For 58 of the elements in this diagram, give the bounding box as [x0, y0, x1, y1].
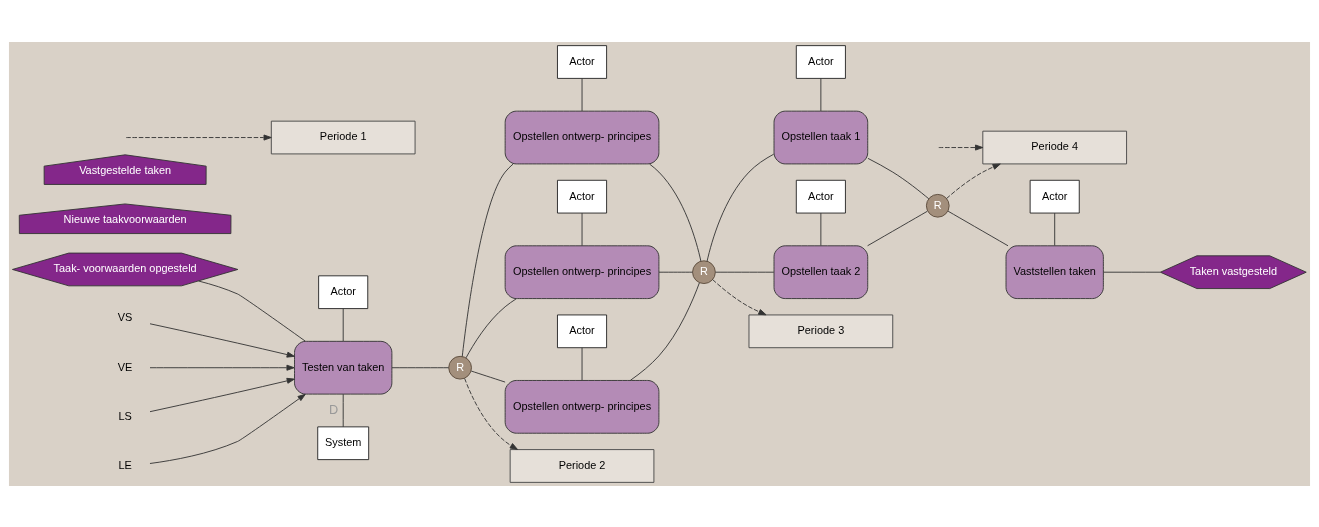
connector	[658, 271, 693, 273]
arrow	[149, 364, 295, 371]
node-box: Actor	[557, 314, 608, 348]
node-text: LS	[118, 409, 132, 422]
arrow	[149, 393, 306, 464]
node-box: Opstellen ontwerp- principes	[504, 244, 660, 299]
connector	[342, 307, 344, 342]
node-box: Opstellen taak 2	[773, 244, 869, 299]
node-box: Opstellen ontwerp- principes	[504, 110, 660, 164]
connector	[581, 212, 583, 246]
connector	[820, 77, 822, 111]
connector	[947, 210, 1009, 246]
node-box: Periode 4	[982, 130, 1128, 164]
connector	[649, 163, 702, 262]
node-box: Actor	[557, 179, 608, 213]
node-text: VS	[117, 310, 133, 323]
edge-label: D	[329, 401, 339, 417]
arrow	[125, 134, 272, 141]
node-box: Actor	[557, 44, 608, 79]
node-box: System	[317, 425, 370, 460]
node-box: Opstellen ontwerp- principes	[504, 379, 660, 434]
arrow	[464, 377, 518, 450]
connector	[470, 370, 506, 383]
node-box: Opstellen taak 1	[773, 110, 869, 164]
arrow	[149, 322, 295, 358]
node-text: LE	[118, 458, 132, 471]
node-box: Actor	[795, 179, 846, 213]
connector	[1054, 212, 1056, 246]
connector	[867, 157, 930, 199]
connector	[820, 212, 822, 246]
connector	[342, 393, 344, 427]
connector	[581, 346, 583, 381]
connector	[867, 210, 928, 246]
arrow	[149, 377, 295, 412]
connector	[1103, 271, 1161, 273]
connector	[630, 281, 700, 381]
node-circle: R	[925, 193, 950, 218]
node-box: Actor	[318, 274, 369, 309]
arrow	[712, 278, 767, 315]
connector	[581, 77, 583, 111]
node-box: Periode 3	[748, 314, 894, 348]
node-circle: R	[448, 355, 472, 380]
arrow	[938, 144, 984, 151]
node-box: Testen van taken	[294, 340, 393, 395]
node-box: Periode 1	[270, 120, 416, 154]
connector	[391, 366, 450, 368]
connector	[465, 297, 517, 358]
arrow	[946, 163, 1001, 199]
node-box: Actor	[795, 44, 846, 79]
connector	[706, 153, 775, 262]
node-circle: R	[692, 259, 716, 284]
connector	[461, 163, 514, 357]
node-box: Periode 2	[509, 448, 655, 483]
node-box: Vaststellen taken	[1005, 244, 1104, 299]
connector	[198, 280, 306, 342]
node-box: Actor	[1029, 179, 1080, 213]
node-text: VE	[117, 360, 133, 373]
connector	[715, 271, 775, 273]
